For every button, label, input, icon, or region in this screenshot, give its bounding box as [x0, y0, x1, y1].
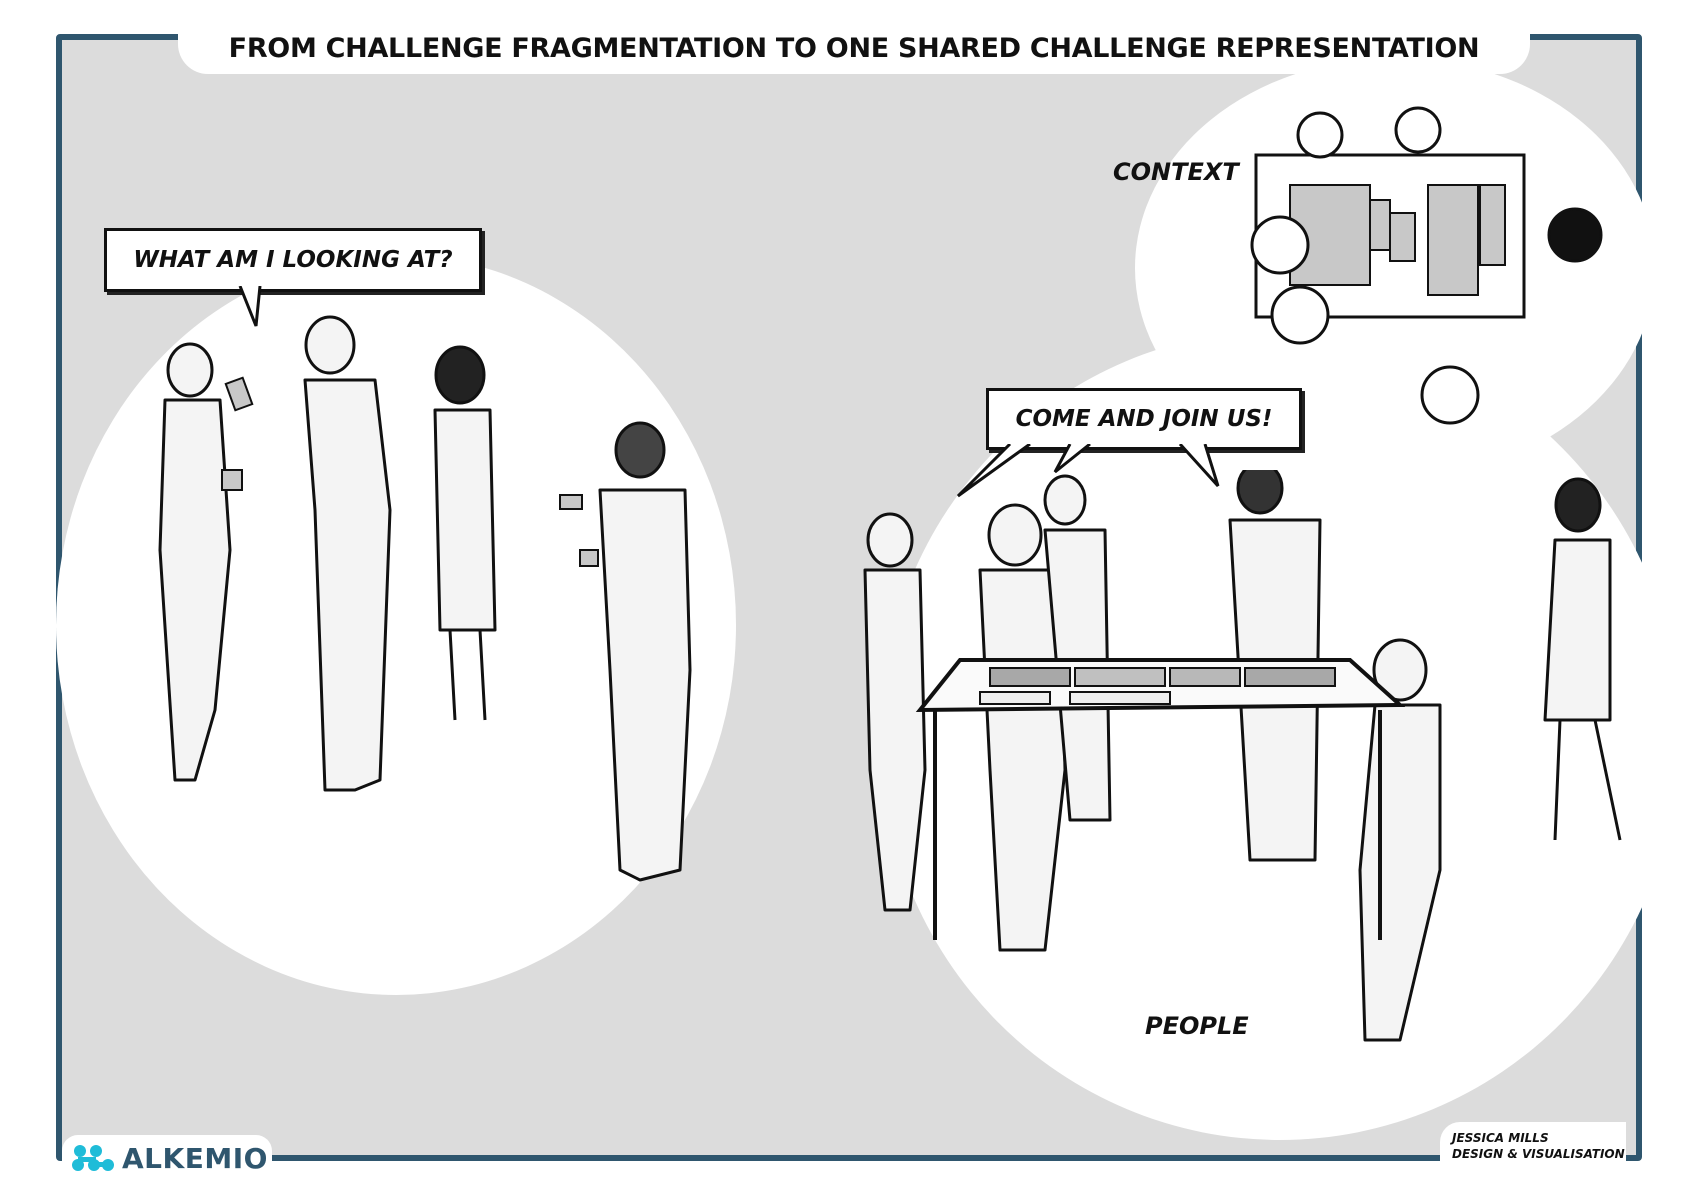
- speech-text-right: COME AND JOIN US!: [1015, 406, 1273, 432]
- speech-tails-right-icon: [956, 444, 1220, 498]
- shared-puzzle-table-sketch: [863, 470, 1622, 1042]
- title-banner: FROM CHALLENGE FRAGMENTATION TO ONE SHAR…: [178, 22, 1530, 74]
- alkemio-molecule-icon: [72, 1145, 114, 1171]
- fragmented-people-sketch: [158, 315, 692, 882]
- speech-text-left: WHAT AM I LOOKING AT?: [133, 247, 453, 273]
- credit-role: DESIGN & VISUALISATION: [1452, 1147, 1625, 1161]
- alkemio-logo: ALKEMIO: [62, 1135, 272, 1181]
- context-topdown-sketch: [1250, 106, 1603, 425]
- brand-name: ALKEMIO: [122, 1141, 268, 1175]
- context-label: CONTEXT: [1113, 158, 1239, 186]
- page-title: FROM CHALLENGE FRAGMENTATION TO ONE SHAR…: [228, 32, 1480, 64]
- speech-tail-left-icon: [238, 286, 262, 327]
- speech-bubble-right: COME AND JOIN US!: [986, 388, 1302, 450]
- artist-credit: JESSICA MILLS DESIGN & VISUALISATION: [1440, 1122, 1626, 1174]
- credit-artist-name: JESSICA MILLS: [1452, 1131, 1549, 1145]
- people-label: PEOPLE: [1145, 1012, 1249, 1040]
- speech-bubble-left: WHAT AM I LOOKING AT?: [104, 228, 482, 292]
